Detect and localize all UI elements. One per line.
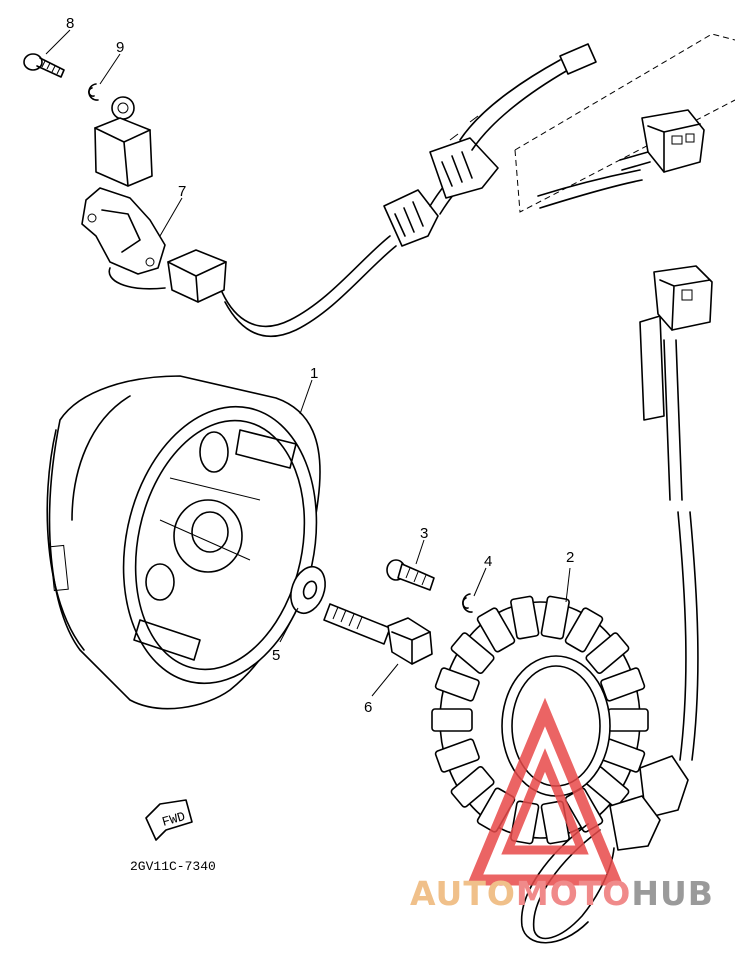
- stator-tooth: [434, 667, 480, 702]
- washer-part-9: [88, 83, 99, 101]
- screw-part-3: [386, 559, 435, 591]
- stator-tooth: [434, 738, 480, 773]
- callout-1: 1: [310, 365, 318, 382]
- stator-tooth: [431, 708, 473, 732]
- callout-2: 2: [566, 549, 574, 566]
- wire-harness: [221, 43, 597, 338]
- callout-8: 8: [66, 15, 74, 32]
- watermark-text: AUTOMOTOHUB: [410, 874, 714, 913]
- callout-3: 3: [420, 525, 428, 542]
- watermark-auto: AUTO: [410, 874, 516, 913]
- fwd-arrow-icon: FWD: [145, 799, 193, 841]
- stator-tooth: [476, 607, 516, 653]
- callout-leaders: [45, 29, 571, 697]
- connector-inset: [514, 33, 735, 213]
- callout-7: 7: [178, 183, 186, 200]
- stator-tooth: [450, 765, 495, 808]
- watermark-moto: MOTO: [515, 874, 632, 913]
- stator-part-2: [431, 265, 713, 944]
- fwd-label: FWD: [160, 809, 187, 830]
- clip-part-4: [462, 593, 473, 613]
- watermark-logo-icon: [466, 697, 624, 886]
- callout-4: 4: [484, 553, 492, 570]
- washer-part-5: [290, 565, 326, 615]
- flywheel-rotor-part-1: [46, 375, 321, 710]
- stator-tooth: [585, 632, 630, 675]
- stator-tooth: [450, 632, 495, 675]
- bolt-part-6: [323, 603, 433, 665]
- pickup-coil-part-7: [81, 96, 227, 303]
- screw-part-8: [23, 53, 65, 78]
- part-code-label: 2GV11C-7340: [130, 859, 216, 874]
- stator-tooth: [540, 595, 570, 640]
- callout-5: 5: [272, 647, 280, 664]
- stator-tooth: [564, 607, 604, 653]
- callout-6: 6: [364, 699, 372, 716]
- callout-9: 9: [116, 39, 124, 56]
- stator-tooth: [607, 708, 649, 732]
- watermark-hub: HUB: [631, 874, 714, 913]
- stator-tooth: [510, 595, 540, 640]
